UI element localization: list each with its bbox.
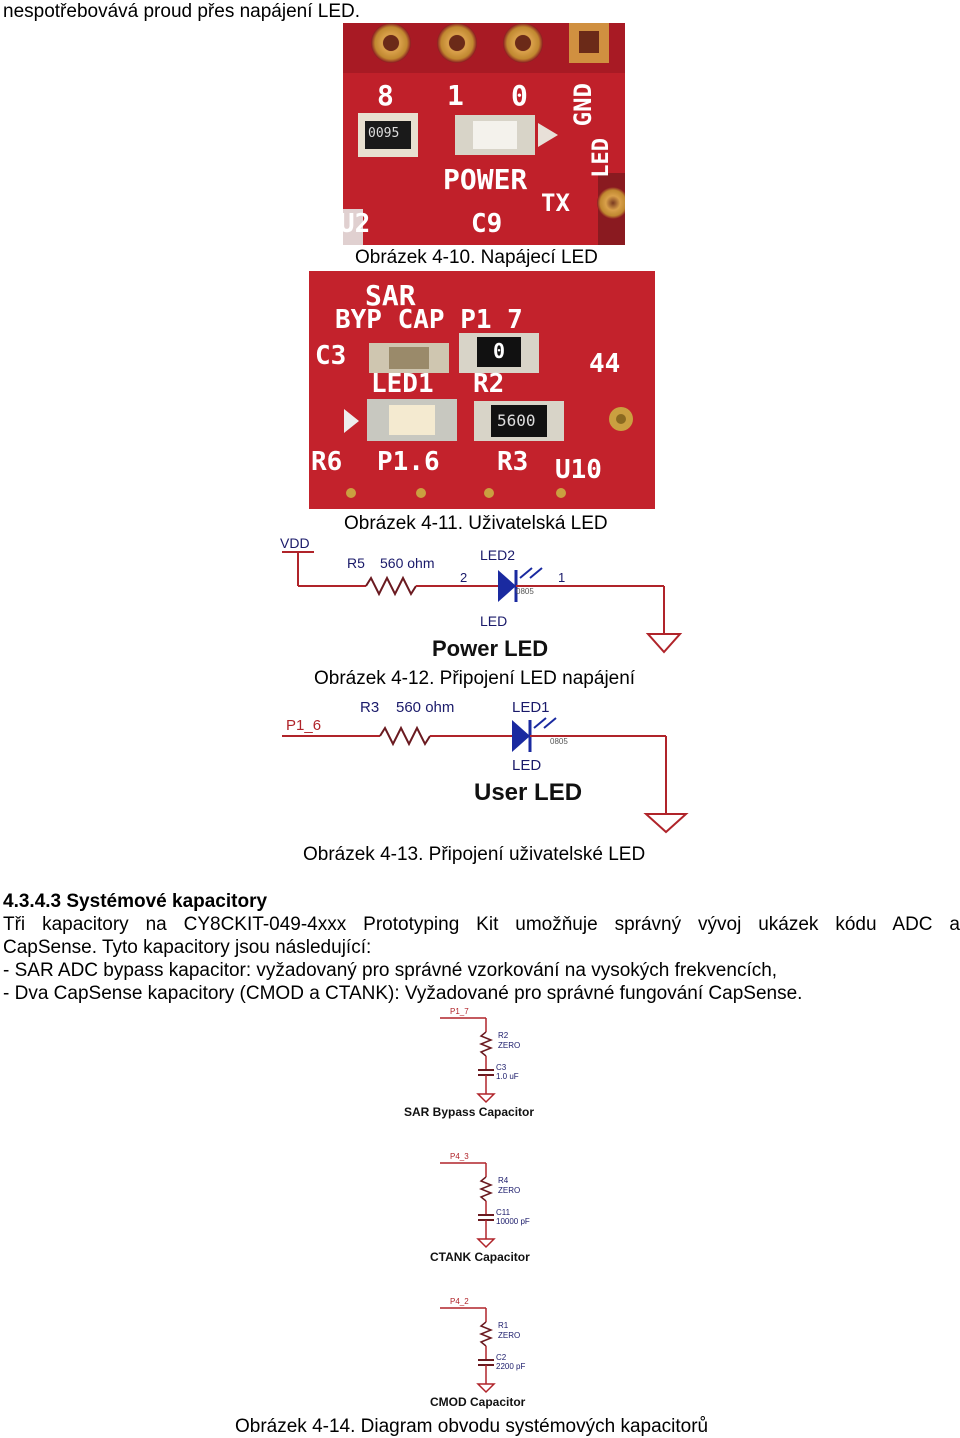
pcb-led1-label: LED1 [371,369,434,399]
ctank-res-name: R4 [498,1176,509,1185]
package-label: 0805 [516,587,534,596]
led2-label: LED2 [480,547,515,563]
user-led-photo: SAR BYP CAP P1 7 C3 0 44 LED1 R2 5600 R6… [309,271,655,509]
cmod-res-value: ZERO [498,1331,520,1340]
p16-net-label: P1_6 [286,717,321,734]
pcb-gnd-label: GND [569,83,597,127]
figure-caption-4-12: Obrázek 4-12. Připojení LED napájení [314,668,636,689]
pcb-u2-label: U2 [343,209,371,239]
r3-value: 560 ohm [396,699,454,716]
pcb-u10-label: U10 [555,455,602,485]
ctank-cap-name: C11 [496,1208,511,1217]
pcb-resistor-code: 0095 [368,126,400,141]
pcb-r3-label: R3 [497,447,529,477]
cmod-cap-name: C2 [496,1353,507,1362]
sar-cap-name: C3 [496,1063,507,1072]
pcb-pin-8: 8 [377,79,396,112]
ctank-cap-value: 10000 pF [496,1217,530,1226]
cmod-cap-value: 2200 pF [496,1362,525,1371]
pcb-44-label: 44 [589,349,621,379]
r5-value: 560 ohm [380,555,434,571]
led1-label: LED1 [512,699,550,716]
pcb-tx-label: TX [541,189,570,217]
figure-caption-4-13: Obrázek 4-13. Připojení uživatelské LED [303,844,646,865]
pcb-pin-1: 1 [447,79,464,112]
ctank-circuit-title: CTANK Capacitor [430,1250,530,1264]
led-label-user: LED [512,757,541,774]
pcb-bypcap-label: BYP CAP P1 7 [335,305,523,335]
sar-circuit-title: SAR Bypass Capacitor [404,1105,534,1119]
bullet-capsense: - Dva CapSense kapacitory (CMOD a CTANK)… [3,983,803,1004]
user-led-title: User LED [474,779,582,806]
sar-bypass-circuit: P1_7 R2 ZERO C3 1.0 uF SAR Bypass Capaci… [404,1007,534,1119]
ctank-res-value: ZERO [498,1186,520,1195]
package-label-user: 0805 [550,737,568,746]
user-led-schematic: P1_6 R3 560 ohm LED1 0805 LED User LED [282,699,689,834]
bullet-sar-adc: - SAR ADC bypass kapacitor: vyžadovaný p… [3,960,778,981]
ctank-net-label: P4_3 [450,1152,469,1161]
r5-label: R5 [347,555,365,571]
figure-caption-4-11: Obrázek 4-11. Uživatelská LED [344,513,608,534]
pcb-r6-label: R6 [311,447,343,477]
sar-res-name: R2 [498,1031,509,1040]
top-text-line: nespotřebovává proud přes napájení LED. [3,1,361,22]
pin1-label: 1 [558,570,565,585]
pcb-power-label: POWER [443,163,528,196]
power-led-schematic: VDD R5 560 ohm LED2 2 1 0805 LED Power L… [280,535,683,661]
figure-caption-4-14: Obrázek 4-14. Diagram obvodu systémových… [235,1416,709,1437]
cmod-circuit-title: CMOD Capacitor [430,1395,526,1409]
pcb-pin-0: 0 [511,79,528,112]
sar-net-label: P1_7 [450,1007,469,1016]
cmod-net-label: P4_2 [450,1297,469,1306]
led-label: LED [480,613,507,629]
sar-cap-value: 1.0 uF [496,1072,519,1081]
pcb-c3-label: C3 [315,341,347,371]
pcb-r2-label: R2 [473,369,505,399]
figure-caption-4-10: Obrázek 4-10. Napájecí LED [355,247,598,268]
pcb-res-5600: 5600 [497,411,536,430]
section-heading: 4.3.4.3 Systémové kapacitory [3,891,268,912]
cmod-circuit: P4_2 R1 ZERO C2 2200 pF CMOD Capacitor [430,1297,526,1409]
section-paragraph-line2: CapSense. Tyto kapacitory jsou následují… [3,937,372,958]
r3-label: R3 [360,699,379,716]
pcb-res-zero: 0 [493,339,506,363]
pin2-label: 2 [460,570,467,585]
pcb-sar-label: SAR [365,279,416,312]
pcb-c9-label: C9 [471,209,503,239]
pcb-led-label: LED [589,138,614,178]
section-paragraph-line1: Tři kapacitory na CY8CKIT-049-4xxx Proto… [3,914,960,935]
vdd-label: VDD [280,535,310,551]
sar-res-value: ZERO [498,1041,520,1050]
power-led-title: Power LED [432,636,548,661]
power-led-photo: 8 1 0 GND LED 0095 POWER TX U2 C9 [343,23,625,245]
cmod-res-name: R1 [498,1321,509,1330]
ctank-circuit: P4_3 R4 ZERO C11 10000 pF CTANK Capacito… [430,1152,530,1264]
pcb-p16-label: P1.6 [377,447,440,477]
